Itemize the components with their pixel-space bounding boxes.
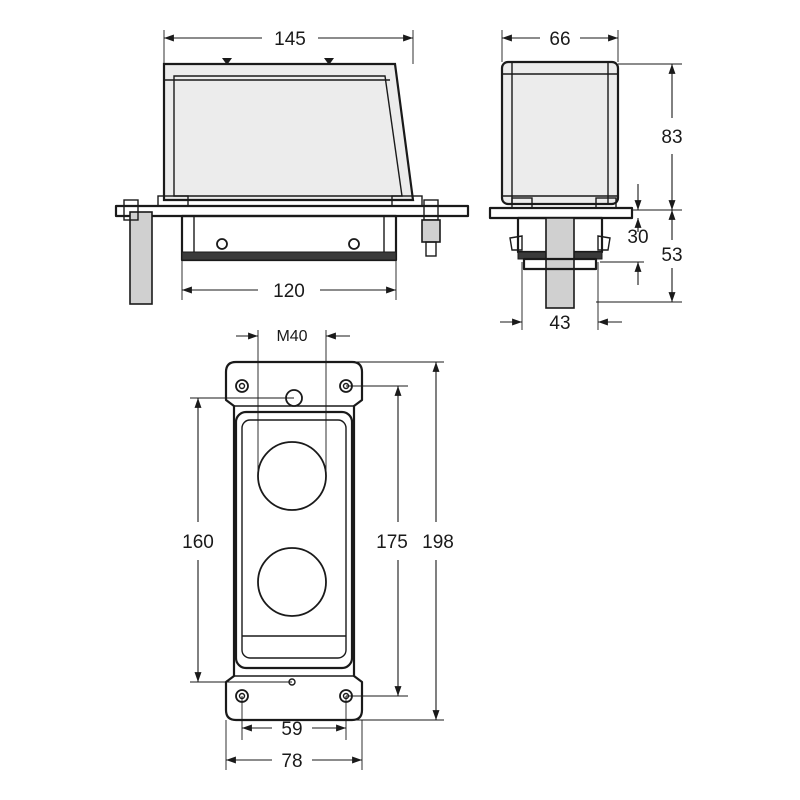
front-housing bbox=[162, 62, 415, 202]
dim-30-label: 30 bbox=[627, 227, 648, 248]
side-stub bbox=[545, 217, 575, 309]
side-view: 66 83 30 53 43 bbox=[488, 29, 683, 334]
front-gasket bbox=[181, 251, 397, 261]
dim-198-label: 198 bbox=[422, 532, 454, 553]
entry-hole-bottom bbox=[257, 547, 327, 617]
plate-recess bbox=[234, 410, 354, 670]
dim-m40-label: M40 bbox=[276, 328, 307, 345]
top-view: M40 160 175 198 59 78 bbox=[182, 328, 454, 772]
entry-hole-top bbox=[257, 441, 327, 511]
dim-145-label: 145 bbox=[274, 29, 306, 50]
dim-59-label: 59 bbox=[281, 719, 302, 740]
front-base-plate bbox=[114, 204, 470, 218]
side-housing bbox=[500, 60, 620, 206]
dim-120-label: 120 bbox=[273, 281, 305, 302]
dim-43-label: 43 bbox=[549, 313, 570, 334]
front-left-stud bbox=[129, 211, 153, 305]
dim-83-label: 83 bbox=[661, 127, 682, 148]
dim-78-label: 78 bbox=[281, 751, 302, 772]
dim-175-label: 175 bbox=[376, 532, 408, 553]
plate-outline bbox=[224, 360, 364, 722]
dim-53-label: 53 bbox=[661, 245, 682, 266]
side-base-plate bbox=[488, 206, 634, 220]
front-view: 145 120 bbox=[114, 29, 470, 305]
mount-hole-tl bbox=[235, 379, 249, 393]
dim-66-label: 66 bbox=[549, 29, 570, 50]
dim-160-label: 160 bbox=[182, 532, 214, 553]
